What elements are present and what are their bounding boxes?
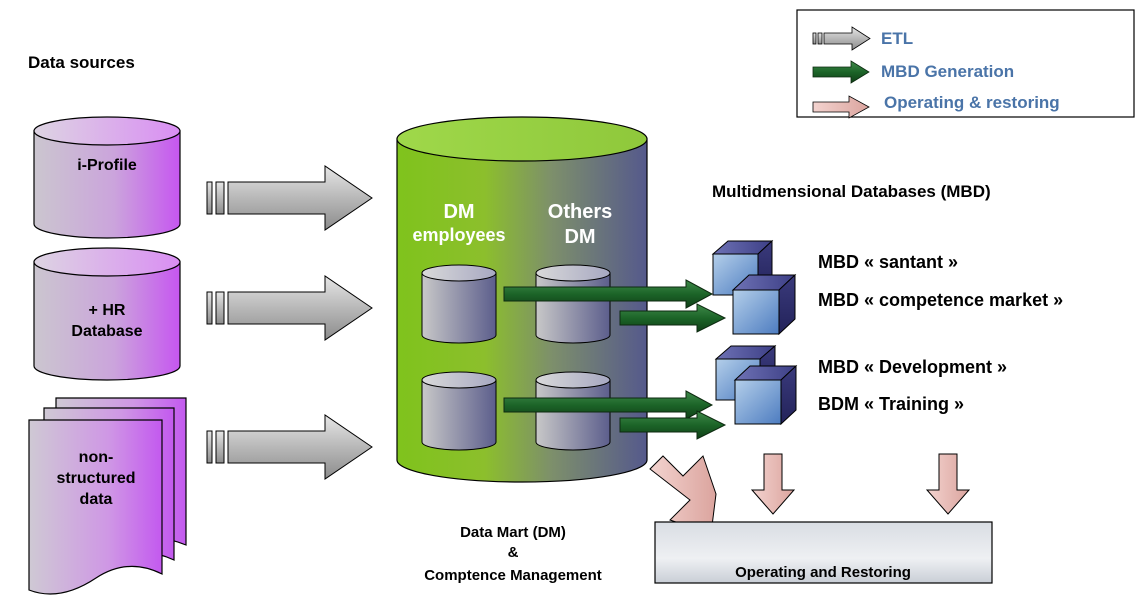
mbd-arrow-1 (503, 279, 714, 309)
source-label-non-line1: non- (79, 449, 114, 466)
operating-restoring-box (654, 521, 993, 584)
source-label-i-profile: i-Profile (77, 157, 137, 174)
dm-small-cylinder-1 (421, 264, 497, 344)
dm-employees-label-line1: DM (443, 201, 474, 223)
dm-employees-label-line2: employees (412, 225, 505, 245)
mbd-heading: Multidmensional Databases (MBD) (712, 182, 991, 201)
etl-arrow-3 (206, 414, 373, 480)
source-label-hr-line1: + HR (89, 302, 126, 319)
source-cylinder-hr-database (33, 247, 181, 381)
mbd-item-training: BDM « Training » (818, 394, 964, 414)
source-cylinder-i-profile (33, 116, 181, 239)
mbd-item-santant: MBD « santant » (818, 252, 958, 272)
legend-etl-label: ETL (881, 29, 913, 48)
op-arrow-from-mbd-1 (750, 453, 796, 515)
dm-small-cylinder-3 (421, 371, 497, 451)
data-mart-caption-line1: Data Mart (DM) (460, 524, 566, 541)
mbd-item-competence-market: MBD « competence market » (818, 290, 1063, 310)
mbd-item-development: MBD « Development » (818, 357, 1007, 377)
data-mart-caption-line3: Comptence Management (424, 567, 602, 584)
dm-small-cylinder-2 (535, 264, 611, 344)
etl-arrow-1 (206, 165, 373, 231)
others-dm-label-line2: DM (564, 226, 595, 248)
data-mart-caption-line2: & (508, 544, 519, 561)
source-label-hr-line2: Database (71, 323, 142, 340)
source-documents-non-structured (28, 397, 187, 595)
source-label-non-line2: structured (56, 470, 135, 487)
mbd-cube-group-2 (714, 344, 798, 426)
mbd-arrow-4 (619, 410, 727, 440)
dm-small-cylinder-4 (535, 371, 611, 451)
data-sources-heading: Data sources (28, 53, 135, 72)
legend-operating-label: Operating & restoring (884, 93, 1060, 112)
legend-mbd-swatch (812, 60, 870, 84)
operating-restoring-label: Operating and Restoring (735, 564, 911, 581)
legend-mbd-label: MBD Generation (881, 62, 1014, 81)
legend-etl-swatch (812, 26, 871, 51)
legend-operating-swatch (812, 95, 870, 119)
source-label-non-line3: data (80, 491, 113, 508)
mbd-arrow-2 (619, 303, 727, 333)
mbd-cube-group-1 (711, 239, 797, 336)
others-dm-label-line1: Others (548, 201, 612, 223)
op-arrow-from-mbd-2 (925, 453, 971, 515)
etl-arrow-2 (206, 275, 373, 341)
